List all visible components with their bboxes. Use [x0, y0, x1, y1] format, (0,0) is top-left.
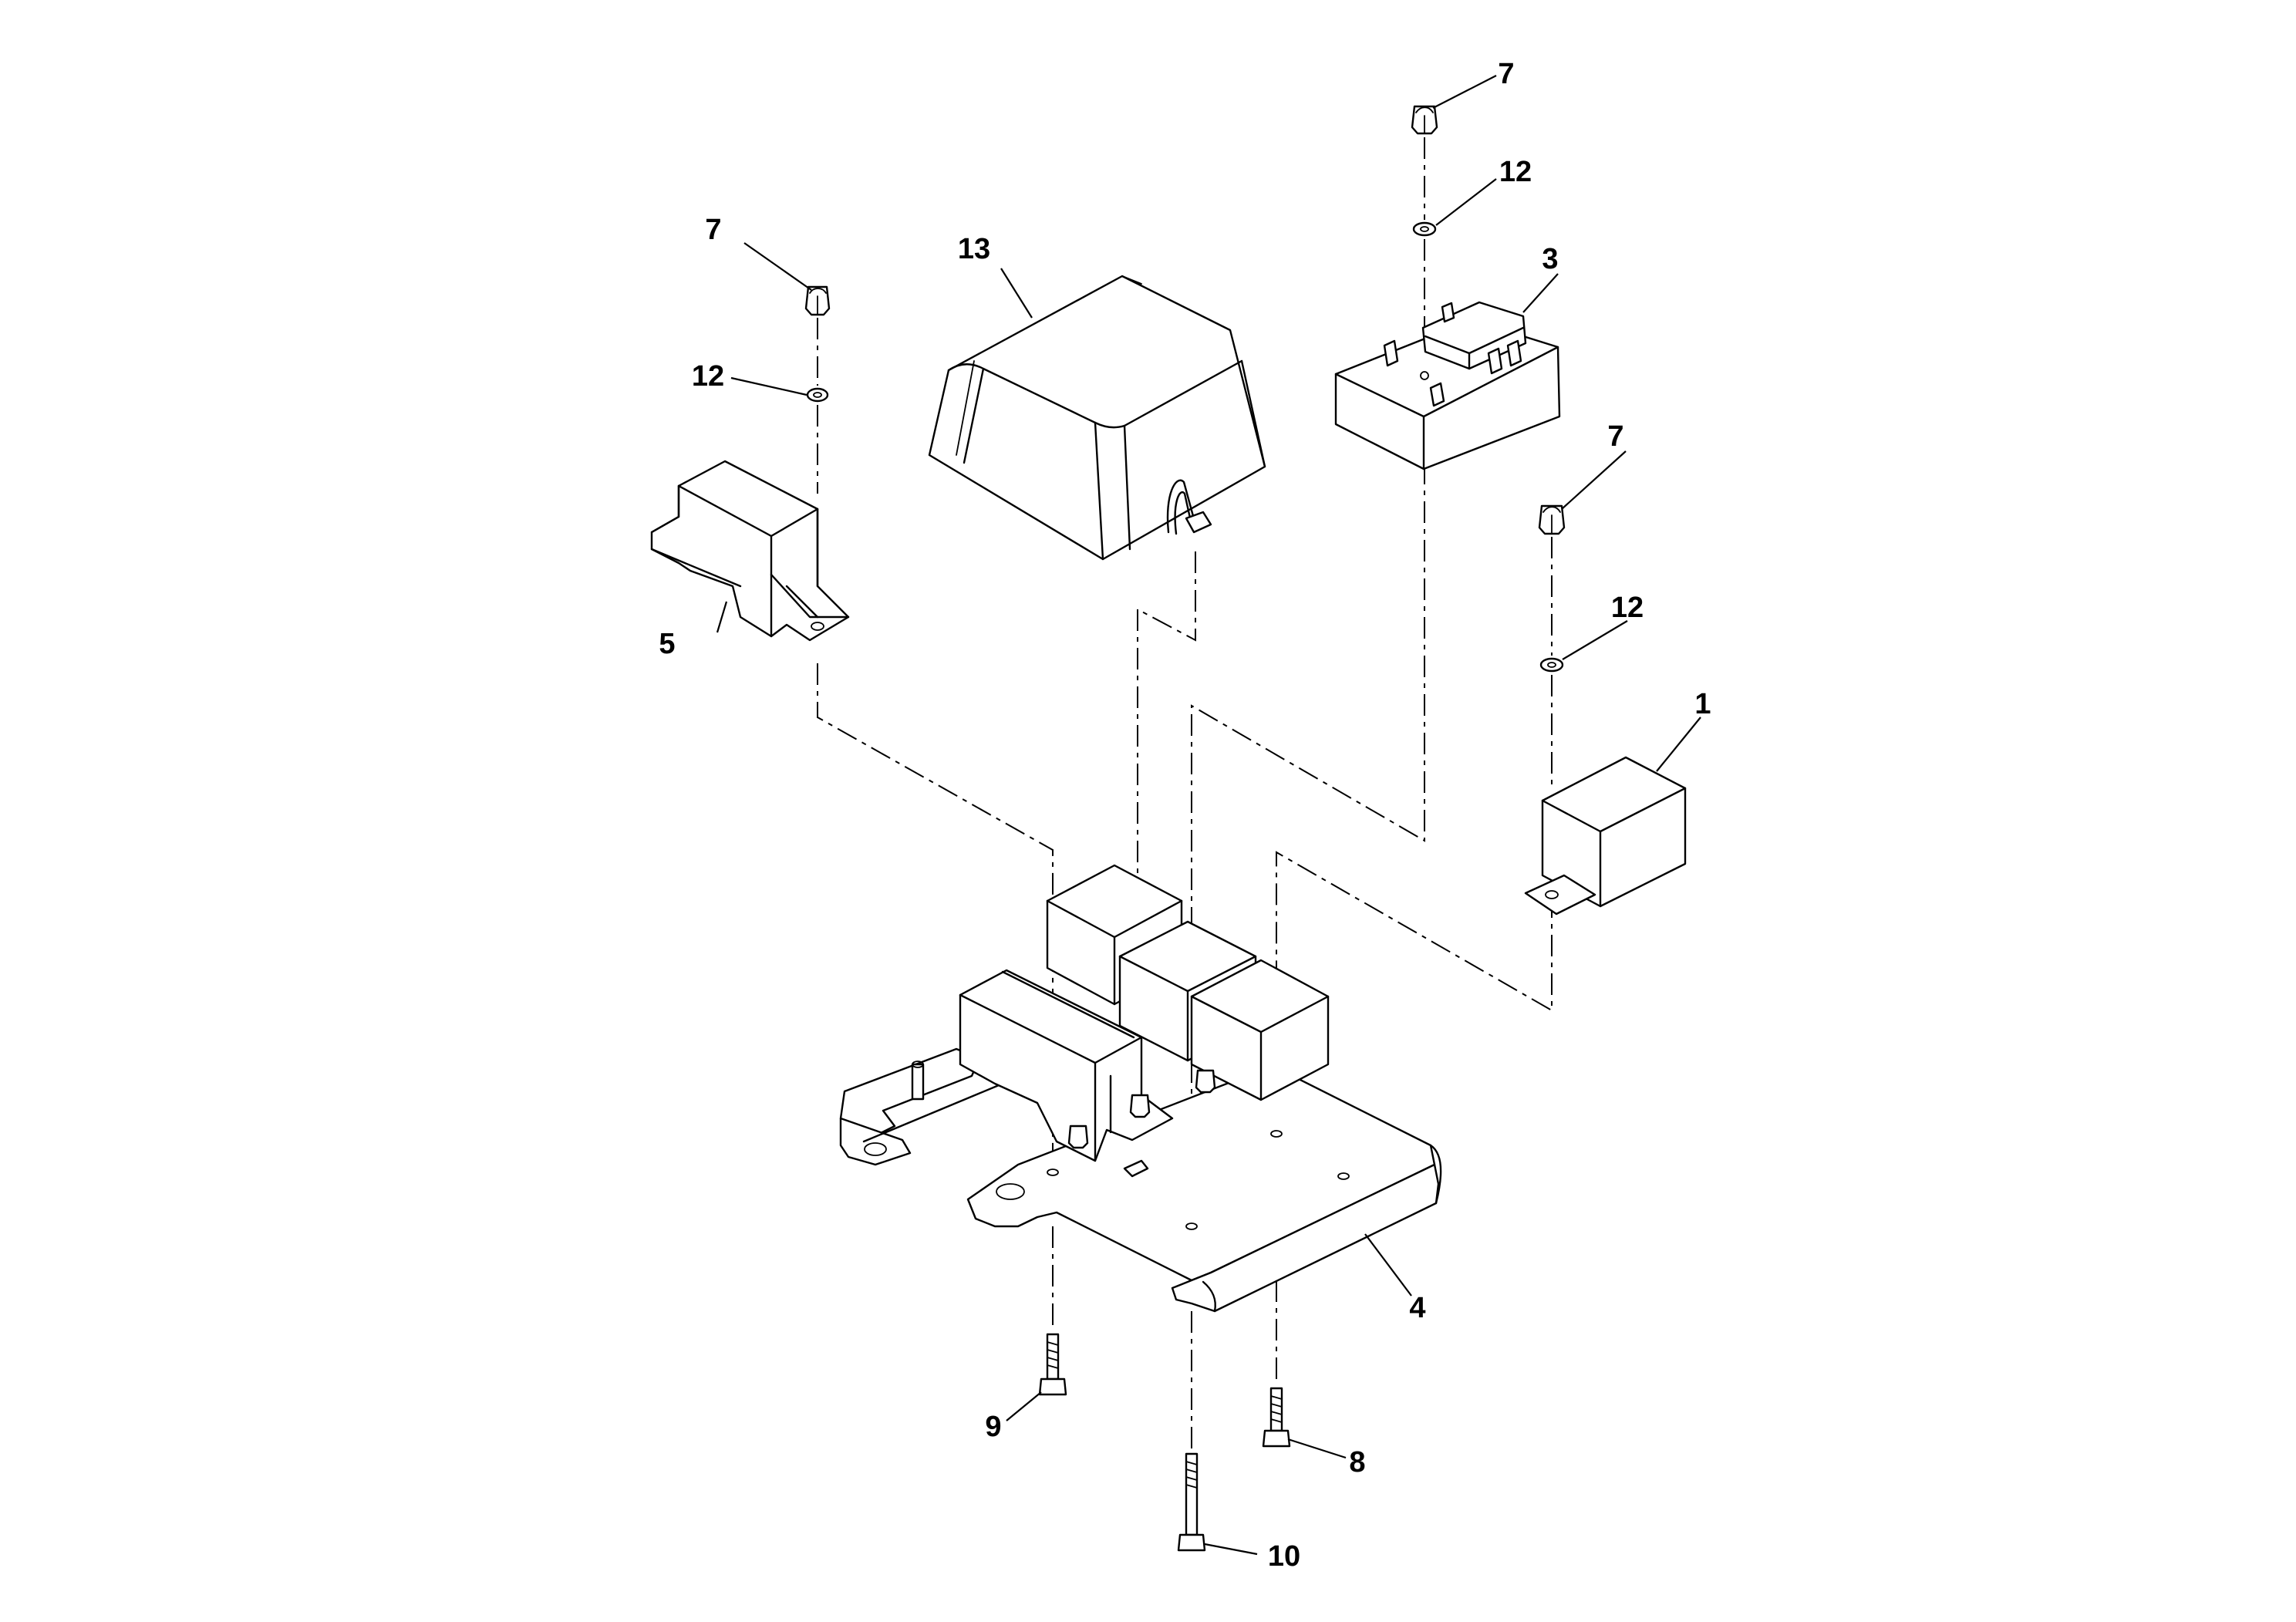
- callout-7-top: 7: [1498, 58, 1514, 90]
- part-1-box: [1524, 756, 1687, 916]
- part-13-cover: [928, 275, 1266, 561]
- bolt-8: [1262, 1387, 1291, 1448]
- nut-top-right: [1411, 105, 1438, 135]
- washer-top-right: [1412, 221, 1437, 237]
- callout-8: 8: [1349, 1446, 1365, 1479]
- nut-top-left: [804, 285, 831, 316]
- part-3-relay: [1334, 301, 1561, 470]
- callout-4: 4: [1409, 1292, 1425, 1324]
- callouts: 7 12 5 13 7 12 3 7 12 1 4 9 8 10: [659, 58, 1711, 1573]
- part-4-base-plate: [839, 864, 1442, 1313]
- callout-12-left: 12: [692, 360, 724, 393]
- leader-lines: [716, 75, 1701, 1556]
- callout-13: 13: [958, 233, 990, 265]
- callout-12-top: 12: [1499, 156, 1532, 188]
- callout-12-right: 12: [1611, 592, 1644, 624]
- callout-7-right: 7: [1607, 420, 1623, 453]
- part-5-block: [650, 460, 850, 642]
- callout-5: 5: [659, 628, 675, 660]
- callout-3: 3: [1542, 243, 1558, 275]
- washer-top-left: [806, 387, 829, 403]
- nut-right: [1538, 504, 1566, 535]
- callout-7-left: 7: [705, 214, 721, 246]
- washer-right: [1539, 657, 1564, 673]
- bolt-10: [1177, 1452, 1206, 1552]
- callout-1: 1: [1694, 688, 1711, 720]
- callout-10: 10: [1268, 1540, 1300, 1573]
- callout-9: 9: [985, 1411, 1001, 1443]
- bolt-9: [1038, 1333, 1067, 1396]
